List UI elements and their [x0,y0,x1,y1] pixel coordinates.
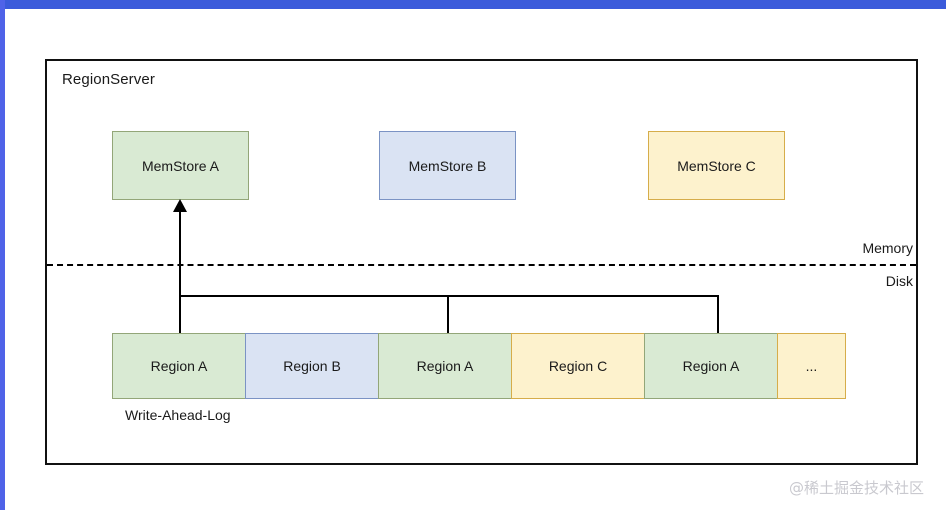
wal-cell: Region A [378,333,512,399]
watermark-text: @稀土掘金技术社区 [788,479,924,497]
wal-cell: Region A [644,333,778,399]
memstore-c-label: MemStore C [677,157,756,174]
left-accent-bar [0,0,5,510]
wal-cell-label: Region B [283,358,341,374]
wal-connector-segment-3 [447,295,449,333]
wal-cell-label: Region A [150,358,208,374]
disk-tier-label: Disk [885,273,913,289]
memory-disk-divider [47,264,916,266]
wal-to-memstore-bus-line [180,295,719,297]
memstore-b-label: MemStore B [408,157,487,174]
memstore-a-label: MemStore A [141,157,220,174]
memory-tier-label: Memory [862,240,913,256]
top-accent-bar [0,0,946,9]
wal-cell-label: Region C [548,358,608,374]
wal-cell-label: ... [805,358,818,374]
wal-cell: Region C [511,333,645,399]
regionserver-title: RegionServer [62,71,155,88]
write-ahead-log-caption: Write-Ahead-Log [125,407,231,423]
memstore-c-box: MemStore C [648,131,785,200]
arrow-up-icon [173,199,187,212]
memstore-b-box: MemStore B [379,131,516,200]
wal-connector-segment-5 [717,295,719,333]
wal-cell-label: Region A [682,358,740,374]
wal-cell-label: Region A [416,358,474,374]
memstore-a-box: MemStore A [112,131,249,200]
wal-cell-ellipsis: ... [777,333,846,399]
write-ahead-log-strip: Region A Region B Region A Region C Regi… [112,333,846,399]
wal-connector-segment-1 [179,211,181,333]
wal-cell: Region B [245,333,379,399]
regionserver-container [45,59,918,465]
wal-cell: Region A [112,333,246,399]
